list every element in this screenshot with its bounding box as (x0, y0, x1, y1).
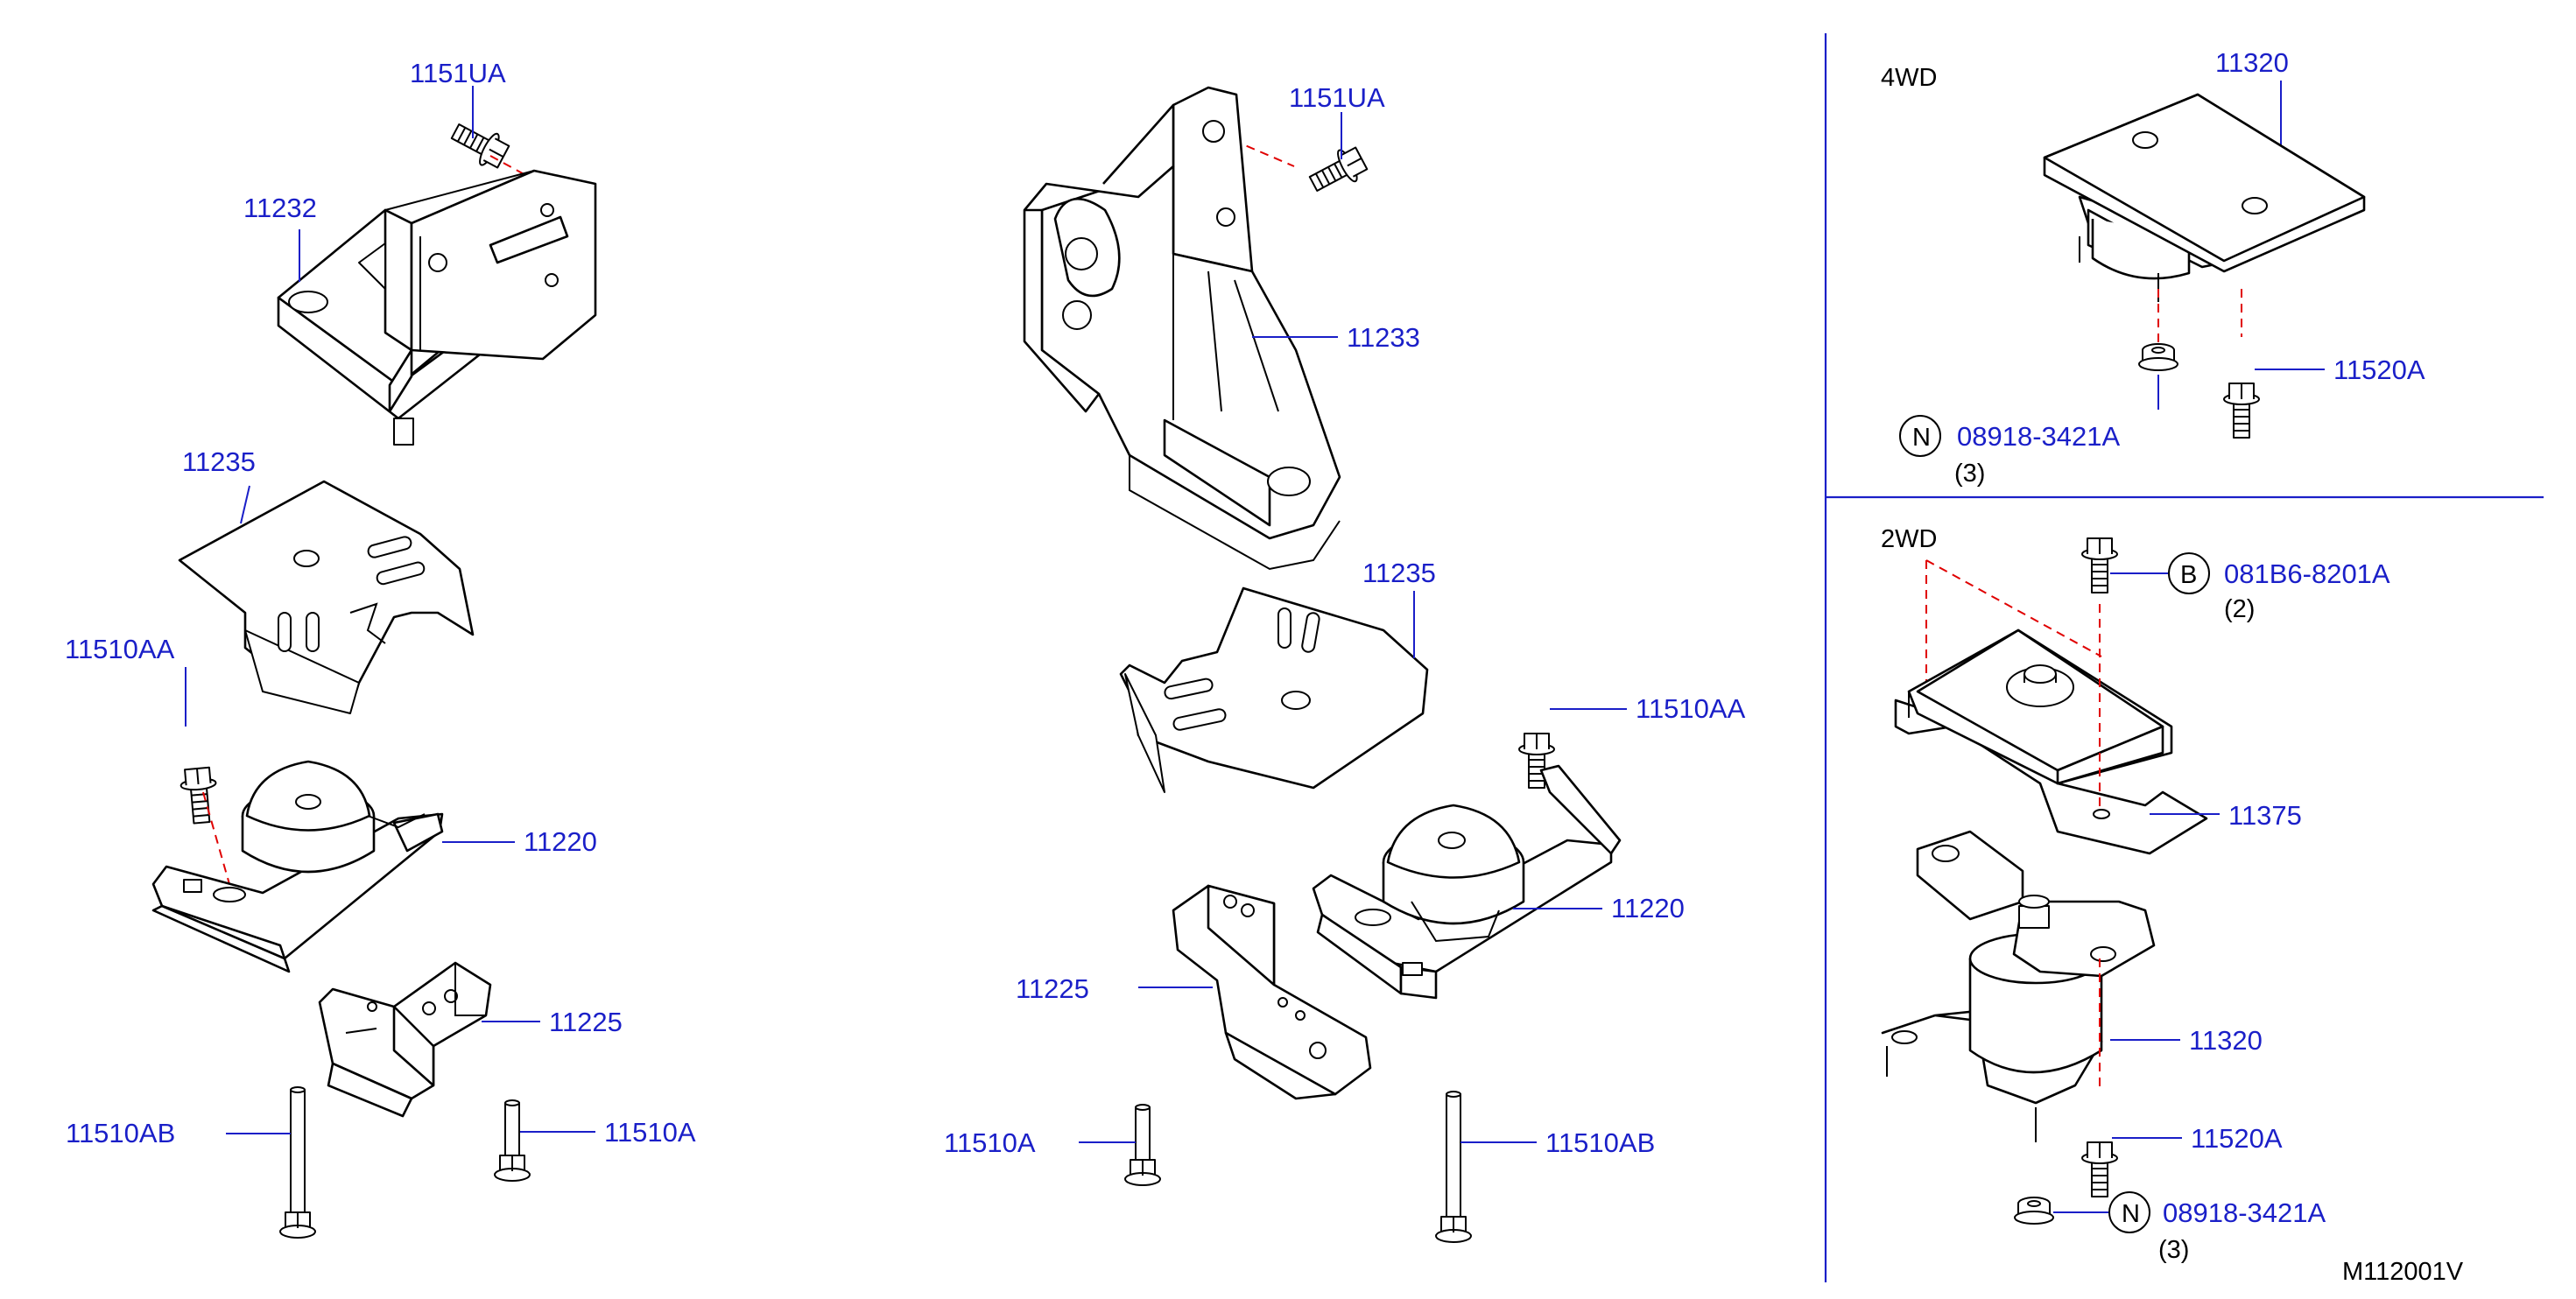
label-11225-left: 11225 (549, 1007, 623, 1037)
bolt-11510A-mid (1124, 1104, 1161, 1186)
bolt-11510A-left (494, 1099, 531, 1182)
label-11510A-left: 11510A (604, 1117, 696, 1148)
label-11375: 11375 (2228, 800, 2302, 831)
callout-letter-b: B (2180, 561, 2197, 589)
label-1151UA-mid: 1151UA (1289, 82, 1385, 113)
label-11320-4wd: 11320 (2215, 47, 2289, 78)
label-11510A-mid: 11510A (944, 1127, 1036, 1158)
label-11220-left: 11220 (524, 826, 597, 857)
label-11320-2wd: 11320 (2189, 1025, 2263, 1056)
nut-08918-2wd (2014, 1197, 2054, 1225)
label-08918-4wd: 08918-3421A (1957, 421, 2120, 452)
plate-11235-mid (1119, 586, 1429, 793)
label-11510AB-left: 11510AB (66, 1118, 175, 1148)
bracket-11233 (1023, 86, 1341, 571)
section-label-2wd: 2WD (1881, 525, 1937, 553)
qty-2wd-nut: (3) (2158, 1236, 2189, 1264)
label-11232: 11232 (243, 193, 317, 223)
label-11510AA-mid: 11510AA (1636, 693, 1746, 724)
label-11235-mid: 11235 (1362, 558, 1436, 588)
insulator-11320-2wd (1881, 830, 2156, 1142)
bolt-11510AA-left (179, 766, 221, 825)
label-08918-2wd: 08918-3421A (2163, 1197, 2326, 1228)
label-11520A-2wd: 11520A (2191, 1123, 2283, 1154)
label-11235-left: 11235 (182, 446, 256, 477)
qty-4wd-nut: (3) (1954, 460, 1985, 488)
bolt-11520A-2wd (2081, 1141, 2118, 1197)
callout-letter-n-4wd: N (1912, 424, 1931, 452)
callout-circle-n-2wd (2108, 1191, 2150, 1233)
nut-08918-4wd (2138, 343, 2178, 371)
label-11520A-4wd: 11520A (2333, 355, 2425, 385)
bolt-1151UA-mid (1304, 142, 1371, 200)
label-1151UA-left: 1151UA (410, 58, 506, 88)
label-11510AA-left: 11510AA (65, 634, 175, 664)
bracket-11225-left (318, 961, 492, 1118)
bolt-081B6 (2081, 537, 2118, 593)
bolt-1151UA-left (446, 115, 513, 173)
insulator-11220-mid (1312, 764, 1622, 1000)
callout-circle-b (2168, 552, 2210, 594)
section-label-4wd: 4WD (1881, 64, 1937, 92)
diagram-id: M112001V (2342, 1258, 2464, 1286)
insulator-11320-4wd (2043, 93, 2366, 302)
plate-11235-left (178, 480, 475, 714)
bolt-11510AB-left (279, 1086, 316, 1239)
bracket-11225-mid (1172, 884, 1372, 1100)
callout-letter-n-2wd: N (2122, 1200, 2140, 1228)
insulator-11220-left (151, 760, 444, 973)
insulator-11375 (1894, 628, 2208, 855)
bracket-11232 (277, 169, 597, 446)
label-11510AB-mid: 11510AB (1545, 1127, 1655, 1158)
label-11225-mid: 11225 (1016, 973, 1089, 1004)
label-11220-mid: 11220 (1611, 893, 1685, 923)
label-081B6: 081B6-8201A (2224, 558, 2390, 589)
label-11233: 11233 (1347, 322, 1420, 353)
qty-2wd-bolt: (2) (2224, 595, 2255, 623)
callout-circle-n-4wd (1899, 415, 1941, 457)
bolt-11510AB-mid (1435, 1091, 1472, 1243)
bolt-11520A-4wd (2223, 383, 2260, 439)
